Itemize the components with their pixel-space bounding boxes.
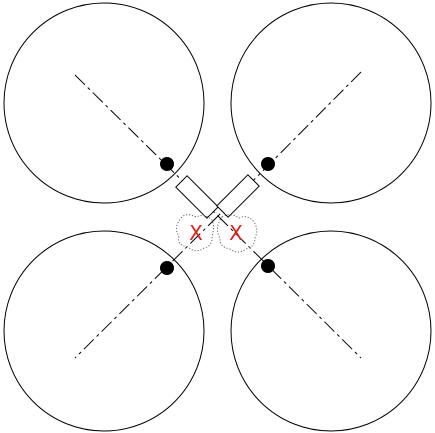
cross-mark-left: X (189, 221, 203, 245)
circle-top-left (3, 2, 205, 204)
joint-dot-group (160, 157, 275, 275)
link-rect-right (216, 174, 260, 218)
joint-dot-bottom-right (261, 259, 275, 273)
circle-top-right (230, 2, 432, 204)
joint-dot-top-right (261, 157, 275, 171)
cross-blob-group (175, 214, 258, 253)
axis-line-group (74, 71, 362, 359)
circle-group (3, 2, 432, 432)
circle-bottom-right (230, 230, 432, 432)
axis-line-bottom-right (217, 215, 362, 359)
cross-blob-left (175, 214, 214, 252)
cross-blob-right (216, 214, 258, 253)
circle-bottom-left (3, 230, 205, 432)
joint-dot-top-left (160, 157, 174, 171)
link-group (175, 174, 260, 219)
link-rect-left (175, 175, 219, 219)
cross-mark-group: X X (189, 221, 243, 245)
axis-line-bottom-left (74, 215, 219, 359)
cross-mark-right: X (229, 221, 243, 245)
joint-dot-bottom-left (160, 261, 174, 275)
axis-line-top-left (74, 74, 219, 217)
